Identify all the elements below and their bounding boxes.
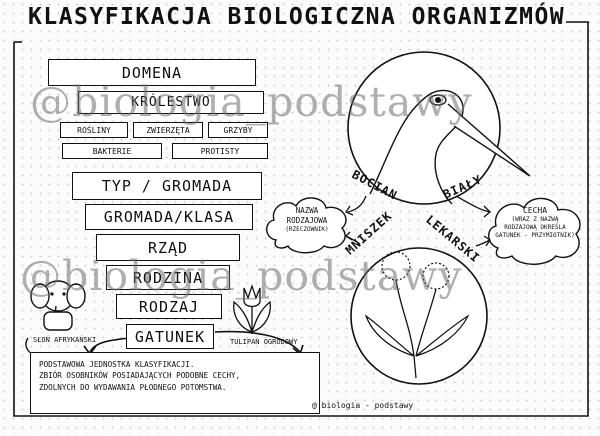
- definition-line: PODSTAWOWA JEDNOSTKA KLASYFIKACJI.: [39, 360, 195, 369]
- cloud-left-text: NAZWA RODZAJOWA (RZECZOWNIK): [270, 206, 344, 233]
- rank-family: RODZINA: [106, 265, 230, 290]
- cloud-left-line: RODZAJOWA: [286, 215, 328, 225]
- cloud-right-line: (WRAZ Z NAZWĄ: [511, 216, 559, 224]
- kingdom-example-plants: ROŚLINY: [60, 122, 128, 138]
- rank-phylum: TYP / GROMADA: [72, 172, 262, 200]
- rank-kingdom: KRÓLESTWO: [78, 91, 264, 114]
- rank-order: RZĄD: [96, 234, 240, 261]
- definition-line: ZBIÓR OSOBNIKÓW POSIADAJĄCYCH PODOBNE CE…: [39, 371, 241, 381]
- cloud-right-line: GATUNEK - PRZYMIOTNIK): [495, 231, 575, 239]
- author-credit: @ biologia - podstawy: [312, 401, 414, 410]
- cloud-right-line: CECHA: [522, 206, 548, 215]
- rank-species: GATUNEK: [126, 324, 214, 349]
- tulip-icon: [233, 283, 271, 334]
- elephant-icon: [30, 280, 86, 331]
- kingdom-example-protists: PROTISTY: [172, 143, 268, 159]
- stork-illustration: [347, 51, 531, 205]
- watermark-top: @biologia_podstawy: [30, 78, 473, 126]
- cloud-left-line: (RZECZOWNIK): [285, 225, 329, 233]
- cloud-right-shape: [488, 197, 581, 265]
- definition-line: ZDOLNYCH DO WYDAWANIA PŁODNEGO POTOMSTWA…: [39, 382, 227, 392]
- kingdom-example-bacteria: BAKTERIE: [62, 143, 162, 159]
- page-title: KLASYFIKACJA BIOLOGICZNA ORGANIZMÓW: [28, 4, 566, 30]
- elephant-label: SŁOŃ AFRYKAŃSKI: [33, 336, 97, 344]
- rank-class: GROMADA/KLASA: [85, 204, 253, 230]
- tulip-label: TULIPAN OGRODOWY: [230, 338, 298, 346]
- cloud-right-text: CECHA (WRAZ Z NAZWĄ RODZAJOWĄ OKREŚLA GA…: [490, 206, 580, 240]
- watermark-bottom: @biologia_podstawy: [20, 252, 463, 300]
- cloud-left-line: NAZWA: [295, 206, 319, 215]
- rank-genus: RODZAJ: [116, 294, 222, 319]
- cloud-right-line: RODZAJOWĄ OKREŚLA: [504, 224, 566, 232]
- kingdom-example-animals: ZWIERZĘTA: [133, 122, 203, 138]
- dandelion-illustration: [350, 247, 488, 385]
- kingdom-example-fungi: GRZYBY: [208, 122, 268, 138]
- cloud-left-shape: [266, 197, 347, 254]
- rank-domain: DOMENA: [48, 59, 256, 86]
- species-definition-box: PODSTAWOWA JEDNOSTKA KLASYFIKACJI. ZBIÓR…: [30, 352, 320, 414]
